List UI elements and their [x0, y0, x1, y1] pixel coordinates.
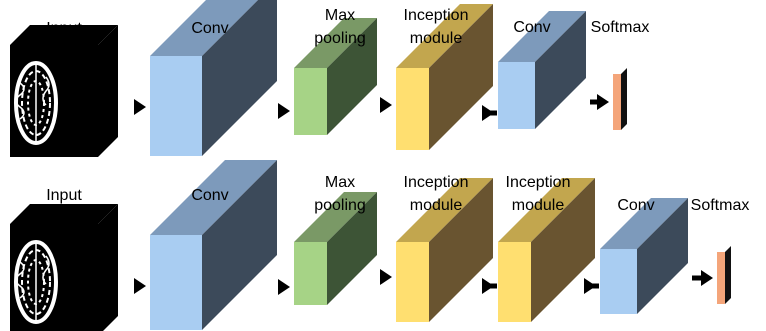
softmax-layer — [613, 68, 627, 130]
arrow-input-to-conv1-head — [134, 278, 146, 294]
conv2-block — [600, 198, 688, 314]
conv2-label: Conv — [513, 19, 550, 36]
pool-label: Max — [325, 7, 355, 24]
conv1-block-top-face — [150, 160, 277, 235]
pool-block — [294, 18, 377, 135]
inception1-block-front-face — [396, 68, 429, 150]
row-top: Input Conv Max pooling Inception module Conv So… — [10, 0, 649, 157]
input-label: Input — [46, 187, 82, 204]
inception1-block-top-face — [396, 178, 493, 242]
pool-label: pooling — [314, 30, 366, 47]
inception2-block-front-face — [498, 242, 531, 322]
conv1-label: Conv — [191, 187, 228, 204]
arrow-pool-to-inception1-head — [380, 269, 392, 285]
arrow-conv2-to-softmax-head — [597, 94, 609, 110]
arrow-inception2-to-conv2-head — [584, 278, 596, 294]
inception1-label: Inception — [404, 7, 469, 24]
conv2-block-front-face — [600, 249, 637, 314]
conv1-block — [150, 0, 277, 156]
inception2-block-side-face — [531, 178, 595, 322]
arrow-input-to-conv1 — [134, 278, 146, 294]
conv1-block-side-face — [202, 0, 277, 156]
input-block-side-face — [98, 204, 118, 331]
brain-gyrus-left — [15, 82, 25, 120]
conv2-block-top-face — [600, 198, 688, 249]
arrow-inception1-to-inception2 — [482, 278, 497, 294]
arrow-inception1-to-conv2-head — [482, 105, 494, 121]
inception1-label: Inception — [404, 174, 469, 191]
inception1-block-front-face — [396, 242, 429, 322]
arrow-conv1-to-pool — [278, 103, 290, 119]
arrow-conv1-to-pool-head — [278, 279, 290, 295]
conv1-block-front-face — [150, 235, 202, 330]
inception1-block — [396, 178, 493, 322]
softmax-layer-front-face — [613, 74, 621, 130]
softmax-layer — [717, 246, 731, 304]
conv2-label: Conv — [617, 197, 654, 214]
arrow-inception1-to-inception2-head — [482, 278, 494, 294]
inception2-block — [498, 178, 595, 322]
softmax-label: Softmax — [691, 197, 750, 214]
conv1-block-top-face — [150, 0, 258, 56]
input-block — [10, 204, 118, 331]
conv1-block — [150, 160, 277, 330]
inception1-label: module — [410, 30, 463, 47]
arrow-inception2-to-conv2 — [584, 278, 599, 294]
arrow-inception1-to-conv2 — [482, 105, 497, 121]
arrow-input-to-conv1 — [134, 99, 146, 115]
conv2-block-front-face — [498, 62, 535, 129]
arrow-pool-to-inception1 — [380, 97, 392, 113]
softmax-layer-front-face — [717, 252, 725, 304]
inception1-block-top-face — [396, 4, 493, 68]
inception2-label: Inception — [506, 174, 571, 191]
pool-block-front-face — [294, 68, 327, 135]
pool-block-side-face — [327, 18, 377, 135]
brain-gyrus-left — [15, 261, 25, 299]
inception2-block-top-face — [498, 178, 595, 242]
pool-block — [294, 192, 377, 305]
arrow-conv2-to-softmax — [590, 94, 609, 110]
softmax-label: Softmax — [591, 19, 650, 36]
conv1-label: Conv — [191, 20, 228, 37]
arrow-conv1-to-pool — [278, 279, 290, 295]
pool-block-top-face — [294, 192, 377, 242]
softmax-layer-side-face — [621, 68, 627, 130]
softmax-layer-side-face — [725, 246, 731, 304]
pool-label: pooling — [314, 197, 366, 214]
inception1-block — [396, 4, 493, 150]
inception1-block-side-face — [429, 178, 493, 322]
pool-label: Max — [325, 174, 355, 191]
brain-slice-icon — [14, 240, 58, 324]
input-block-top-face — [10, 25, 118, 45]
input-block-top-face — [10, 204, 118, 224]
input-label: Input — [46, 20, 82, 37]
conv1-block-front-face — [150, 56, 202, 156]
pool-block-front-face — [294, 242, 327, 305]
pool-block-top-face — [294, 18, 377, 68]
brain-slice-icon — [14, 61, 58, 145]
arrow-input-to-conv1-head — [134, 99, 146, 115]
arrow-conv2-to-softmax — [692, 270, 713, 286]
arrow-conv2-to-softmax-head — [701, 270, 713, 286]
inception1-label: module — [410, 197, 463, 214]
conv2-block-side-face — [535, 11, 586, 129]
brain-gyrus-right — [42, 255, 50, 285]
inception2-label: module — [512, 197, 565, 214]
arrow-pool-to-inception1-head — [380, 97, 392, 113]
arrow-pool-to-inception1 — [380, 269, 392, 285]
conv2-block-side-face — [637, 198, 688, 314]
input-block-side-face — [98, 25, 118, 157]
conv1-block-side-face — [202, 160, 277, 330]
inception1-block-side-face — [429, 4, 493, 150]
pool-block-side-face — [327, 192, 377, 305]
arrow-conv1-to-pool-head — [278, 103, 290, 119]
conv2-block — [498, 11, 586, 129]
input-block — [10, 25, 118, 157]
brain-gyrus-right — [42, 76, 50, 106]
conv2-block-top-face — [498, 11, 586, 62]
